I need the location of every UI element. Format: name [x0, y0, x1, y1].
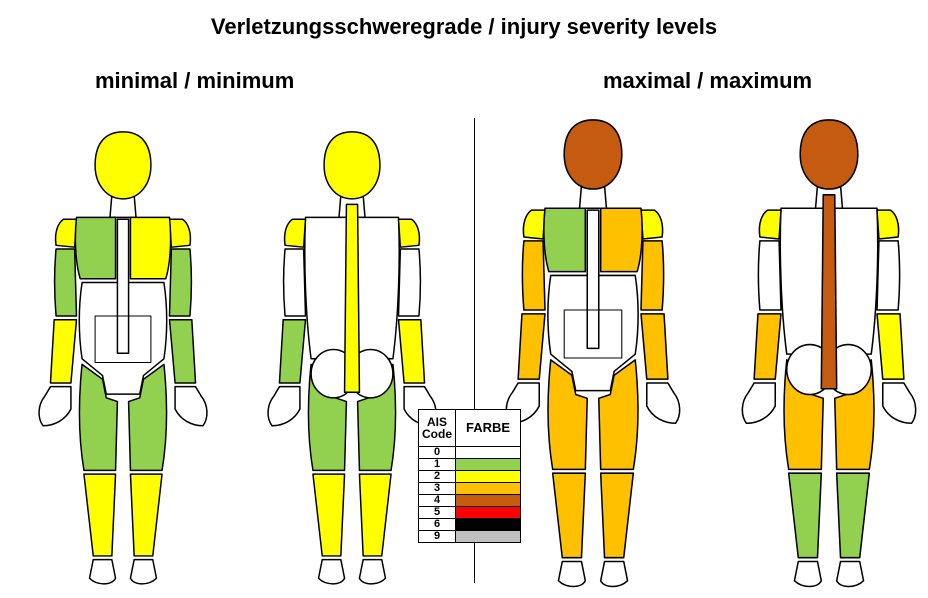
- forearm-right: [641, 314, 668, 379]
- upper-arm-left: [55, 249, 77, 316]
- maximum-label: maximal / maximum: [603, 68, 812, 94]
- legend-code: 1: [419, 459, 456, 471]
- forearm-right: [877, 314, 904, 379]
- legend-swatch: [456, 531, 521, 543]
- shoulder-left: [759, 210, 781, 239]
- sternum: [587, 210, 599, 348]
- shoulder-right: [877, 210, 899, 239]
- legend-swatch: [456, 495, 521, 507]
- lower-leg-left: [553, 473, 586, 557]
- lower-leg-right: [359, 474, 391, 556]
- legend-color-header: FARBE: [456, 410, 521, 447]
- legend-code: 4: [419, 495, 456, 507]
- legend-row: 3: [419, 483, 521, 495]
- legend-row: 6: [419, 519, 521, 531]
- hand-left: [742, 383, 775, 423]
- hand-right: [175, 387, 207, 426]
- head-region: [324, 132, 380, 199]
- hand-left: [39, 387, 71, 426]
- minimum-label: minimal / minimum: [95, 68, 294, 94]
- legend-row: 0: [419, 447, 521, 459]
- chest-left: [75, 217, 115, 278]
- lower-leg-right: [837, 473, 870, 557]
- shoulder-right: [641, 210, 663, 239]
- legend-row: 1: [419, 459, 521, 471]
- legend-code: 2: [419, 471, 456, 483]
- chest-left: [544, 208, 585, 271]
- chest-right: [130, 217, 170, 278]
- legend-row: 4: [419, 495, 521, 507]
- legend-code: 9: [419, 531, 456, 543]
- foot-left: [90, 560, 116, 584]
- legend-swatch: [456, 447, 521, 459]
- hand-right: [883, 383, 916, 423]
- upper-arm-right: [641, 241, 664, 310]
- legend-code: 3: [419, 483, 456, 495]
- legend-row: 9: [419, 531, 521, 543]
- chest-right: [601, 208, 642, 271]
- upper-arm-right: [170, 249, 192, 316]
- lower-leg-left: [84, 474, 116, 556]
- foot-right: [130, 560, 156, 584]
- shoulder-left: [56, 219, 77, 247]
- hand-right: [647, 383, 680, 423]
- upper-arm-right: [399, 249, 421, 316]
- legend-swatch: [456, 507, 521, 519]
- lower-leg-left: [313, 474, 345, 556]
- upper-arm-right: [877, 241, 900, 310]
- legend-swatch: [456, 519, 521, 531]
- legend-code: 6: [419, 519, 456, 531]
- legend-swatch: [456, 471, 521, 483]
- forearm-left: [754, 314, 781, 379]
- spine-region: [345, 204, 360, 392]
- spine-region: [821, 195, 836, 389]
- legend-code: 0: [419, 447, 456, 459]
- upper-arm-left: [284, 249, 306, 316]
- diagram-title: Verletzungsschweregrade / injury severit…: [0, 14, 928, 40]
- lower-leg-right: [130, 474, 162, 556]
- head-region: [800, 120, 858, 189]
- forearm-right: [170, 320, 196, 383]
- sternum: [117, 219, 128, 353]
- hand-left: [268, 387, 300, 426]
- upper-arm-left: [758, 241, 781, 310]
- lower-leg-right: [601, 473, 634, 557]
- head-region: [564, 120, 622, 189]
- legend-row: 2: [419, 471, 521, 483]
- foot-left: [319, 560, 345, 584]
- legend-row: 5: [419, 507, 521, 519]
- body-figure-front: [493, 118, 693, 598]
- forearm-left: [50, 320, 76, 383]
- shoulder-left: [285, 219, 306, 247]
- shoulder-right: [399, 219, 420, 247]
- legend-code: 5: [419, 507, 456, 519]
- legend-swatch: [456, 483, 521, 495]
- legend-swatch: [456, 459, 521, 471]
- foot-right: [359, 560, 385, 584]
- forearm-left: [279, 320, 305, 383]
- lower-leg-left: [789, 473, 822, 557]
- forearm-right: [399, 320, 425, 383]
- upper-arm-left: [522, 241, 545, 310]
- shoulder-right: [170, 219, 191, 247]
- body-figure-front: [23, 130, 223, 595]
- head-region: [95, 132, 151, 199]
- forearm-left: [518, 314, 545, 379]
- body-figure-back: [729, 118, 928, 598]
- shoulder-left: [523, 210, 545, 239]
